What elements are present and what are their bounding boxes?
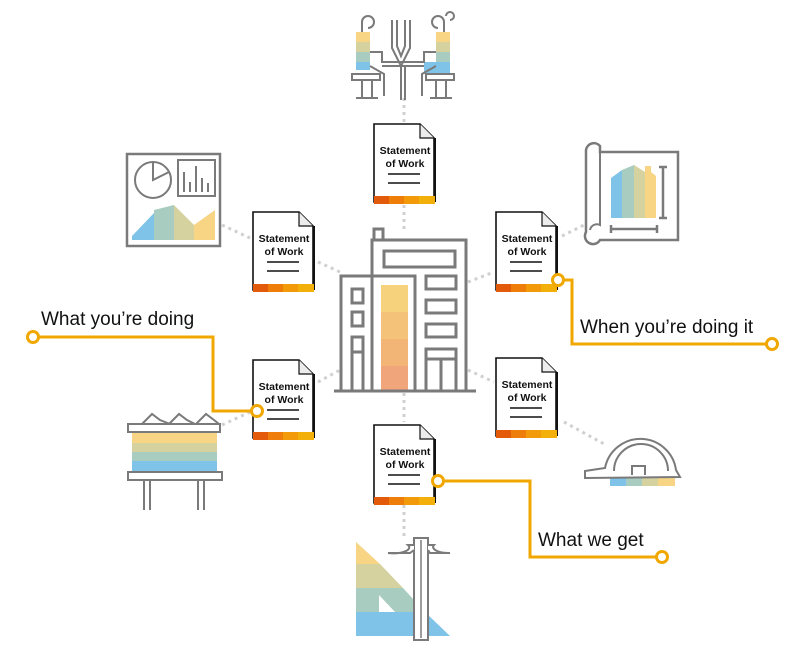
callout-node <box>765 337 779 351</box>
document-title-line1: Statement <box>259 381 310 393</box>
drafting-tools-icon <box>356 537 451 641</box>
document-title-line2: of Work <box>508 246 547 258</box>
document-title-line1: Statement <box>502 379 553 391</box>
callout-node <box>26 330 40 344</box>
callout-node <box>655 550 669 564</box>
callout-what-we-get: What we get <box>538 530 644 551</box>
billboard-icon <box>127 412 223 510</box>
callout-what-youre-doing: What you’re doing <box>41 309 195 330</box>
blueprint-house-icon <box>583 141 680 246</box>
document-title-line1: Statement <box>259 233 310 245</box>
hard-hat-icon <box>584 437 682 486</box>
callout-when-youre-doing-it: When you’re doing it <box>580 317 754 338</box>
document-upper-left[interactable]: Statement of Work <box>252 211 315 293</box>
callout-line-what-doing <box>38 335 255 413</box>
callout-line-when-doing <box>564 278 767 346</box>
office-building-icon <box>334 227 476 393</box>
document-upper-right[interactable]: Statement of Work <box>495 211 558 293</box>
document-title-line2: of Work <box>265 394 304 406</box>
document-lower-right[interactable]: Statement of Work <box>495 357 558 439</box>
document-title-line2: of Work <box>386 158 425 170</box>
document-title-line2: of Work <box>265 246 304 258</box>
callout-node <box>431 474 445 488</box>
document-title-line2: of Work <box>508 392 547 404</box>
document-title-line1: Statement <box>380 145 431 157</box>
document-lower-left[interactable]: Statement of Work <box>252 359 315 441</box>
callout-node <box>551 273 565 287</box>
callout-node <box>250 404 264 418</box>
dotted-connectors <box>221 98 607 540</box>
document-bottom[interactable]: Statement of Work <box>373 424 436 506</box>
document-title-line1: Statement <box>502 233 553 245</box>
document-title-line2: of Work <box>386 459 425 471</box>
meeting-people-icon <box>351 11 455 100</box>
callout-line-what-get <box>443 479 658 559</box>
document-title-line1: Statement <box>380 446 431 458</box>
analytics-dashboard-icon <box>125 152 222 248</box>
document-top[interactable]: Statement of Work <box>373 123 436 205</box>
